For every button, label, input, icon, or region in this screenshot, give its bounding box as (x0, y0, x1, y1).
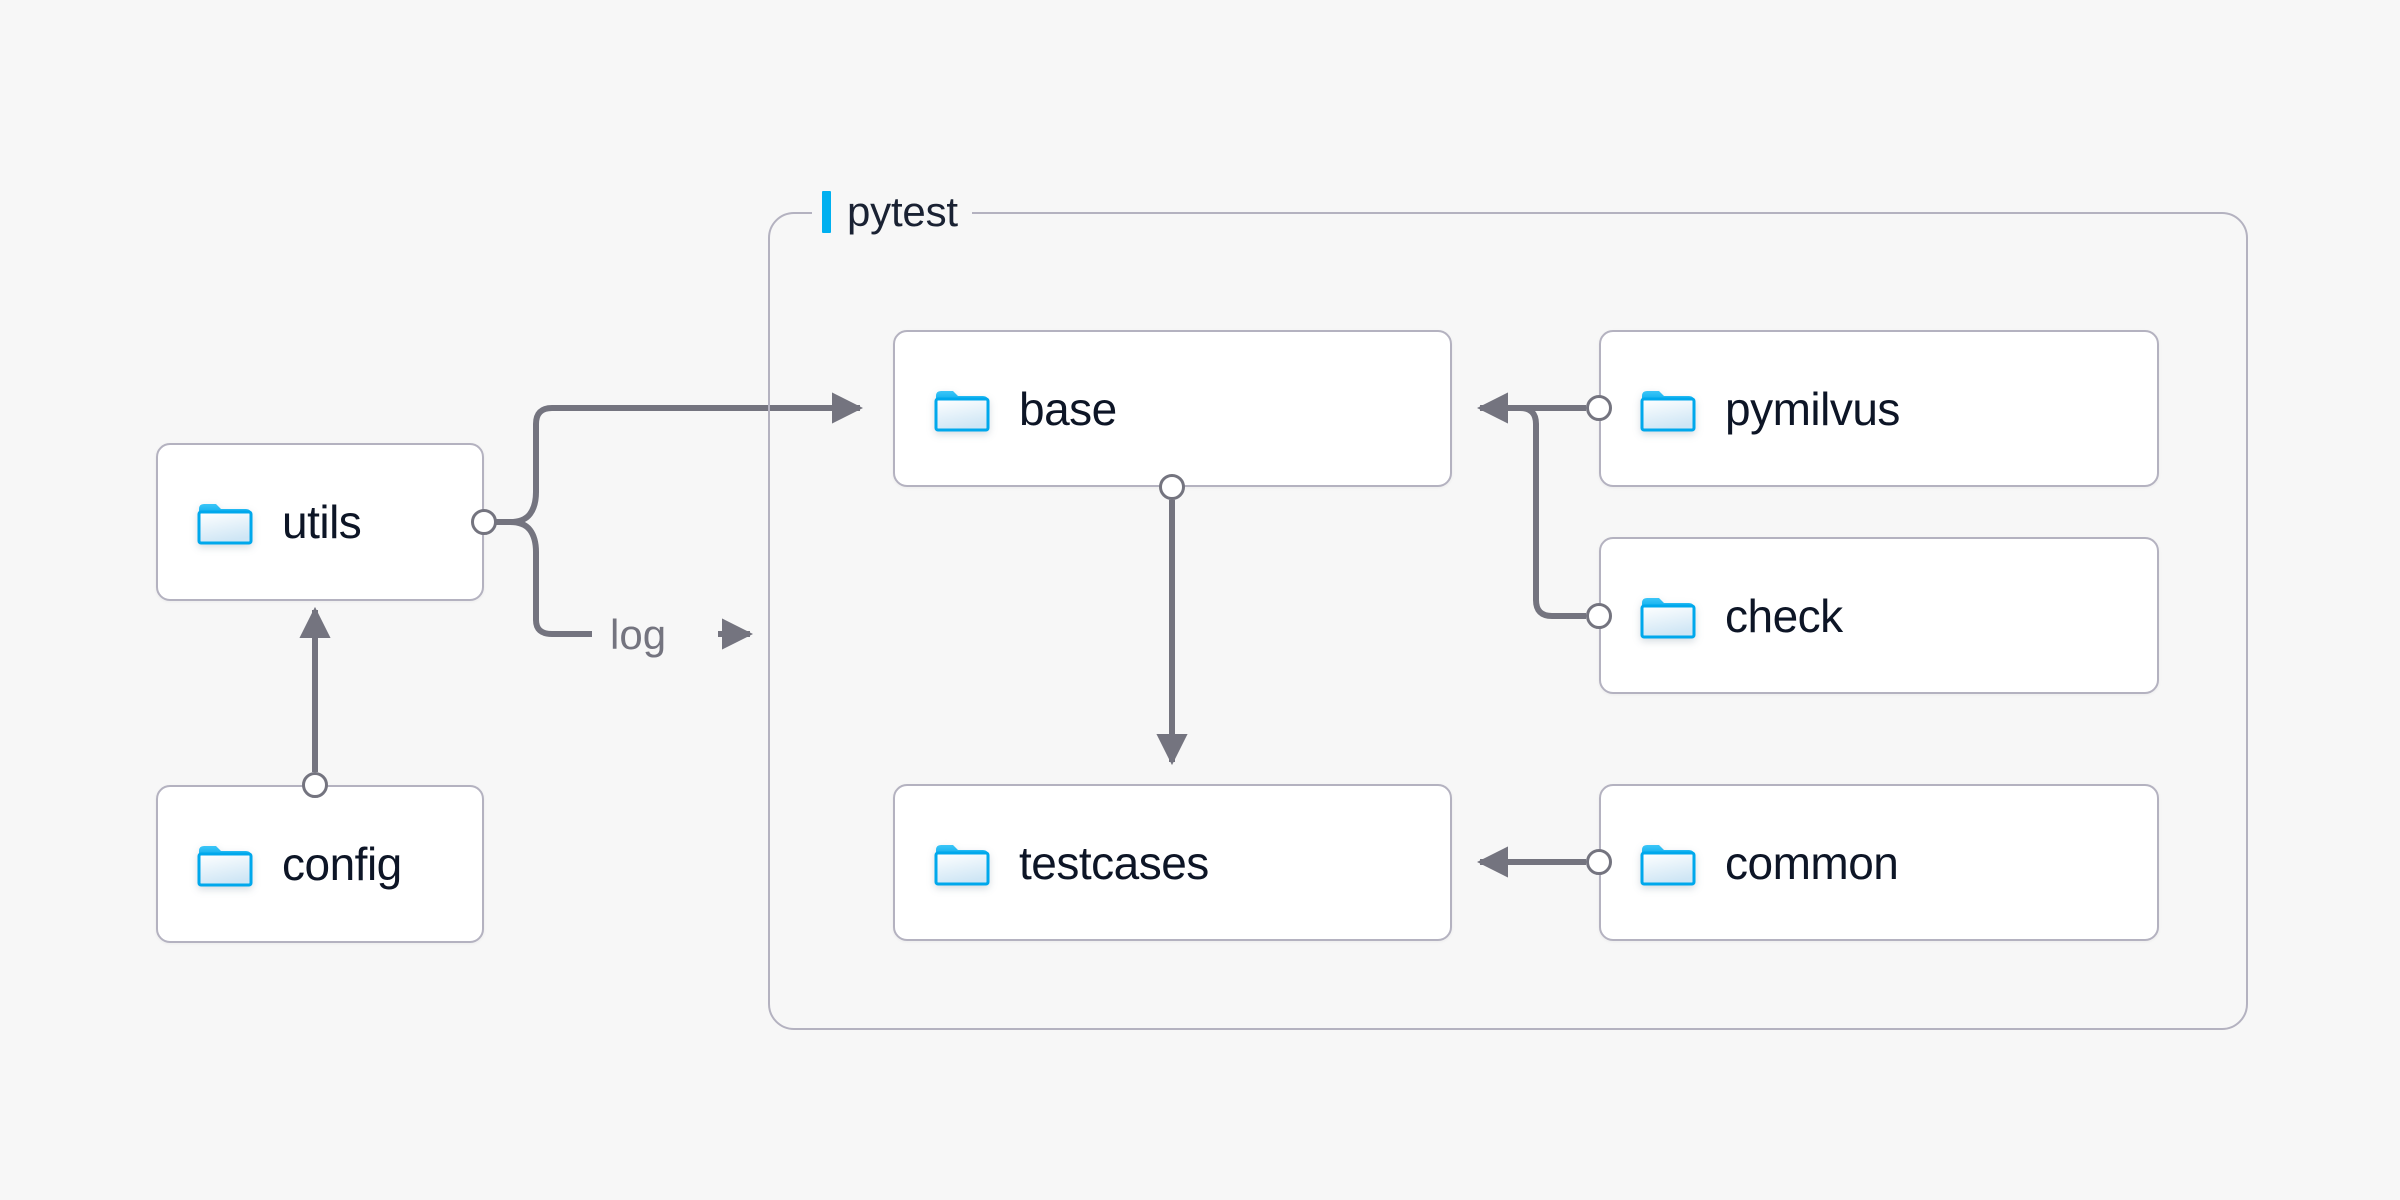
node-check-content: check (1601, 592, 1843, 640)
node-check-label: check (1725, 589, 1843, 642)
node-common-content: common (1601, 836, 1899, 889)
handle-utils-right[interactable] (471, 509, 497, 535)
node-pymilvus[interactable]: pymilvus (1599, 330, 2159, 487)
folder-icon (933, 839, 991, 887)
node-base[interactable]: base (893, 330, 1452, 487)
node-testcases-content: testcases (895, 839, 1209, 887)
handle-pymilvus-left[interactable] (1586, 395, 1612, 421)
node-common-label: common (1725, 836, 1899, 889)
handle-config-top[interactable] (302, 772, 328, 798)
node-base-label: base (1019, 382, 1117, 435)
edge-utils-log (533, 552, 592, 637)
pytest-group-label: pytest (812, 185, 972, 239)
node-testcases-label: testcases (1019, 836, 1209, 889)
node-pymilvus-label: pymilvus (1725, 382, 1900, 435)
node-config[interactable]: config (156, 785, 484, 943)
node-base-content: base (895, 385, 1117, 433)
edge-label-log: log (600, 612, 677, 658)
node-config-label: config (282, 838, 402, 890)
handle-check-left[interactable] (1586, 603, 1612, 629)
folder-icon (933, 385, 991, 433)
pytest-group-container[interactable] (768, 212, 2248, 1030)
handle-base-bottom[interactable] (1159, 474, 1185, 500)
node-utils-content: utils (158, 496, 362, 548)
node-config-content: config (158, 840, 402, 888)
node-utils[interactable]: utils (156, 443, 484, 601)
node-check[interactable]: check (1599, 537, 2159, 694)
node-testcases[interactable]: testcases (893, 784, 1452, 941)
folder-icon (1639, 592, 1697, 640)
node-common[interactable]: common (1599, 784, 2159, 941)
folder-icon (196, 840, 254, 888)
group-title-text: pytest (847, 188, 958, 235)
folder-icon (196, 498, 254, 546)
handle-common-left[interactable] (1586, 849, 1612, 875)
folder-icon (1639, 839, 1697, 887)
group-accent-bar (822, 191, 831, 233)
node-pymilvus-content: pymilvus (1601, 385, 1900, 433)
node-utils-label: utils (282, 496, 362, 548)
folder-icon (1639, 385, 1697, 433)
